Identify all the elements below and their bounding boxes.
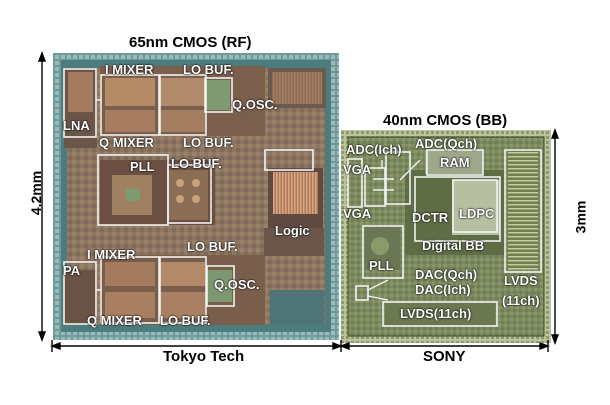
- logic-label: Logic: [275, 223, 310, 238]
- pa-label: PA: [63, 263, 81, 278]
- vga-bottom-label: VGA: [343, 206, 372, 221]
- lvds-bottom-label: LVDS(11ch): [400, 306, 472, 321]
- lo-buf-mid-label: LO BUF.: [171, 156, 222, 171]
- q-osc-bottom-label: Q.OSC.: [214, 277, 260, 292]
- ldpc-label: LDPC: [459, 206, 495, 221]
- q-osc-top-label: Q.OSC.: [232, 97, 278, 112]
- lvds-right-label-2: (11ch): [502, 293, 540, 308]
- adc-ich-label: ADC(Ich): [346, 142, 402, 157]
- rf-chip: [53, 53, 339, 340]
- i-mixer-bottom-label: I MIXER: [87, 247, 136, 262]
- pa-block: [64, 270, 97, 325]
- bb-height-label: 3mm: [572, 200, 589, 234]
- bb-connector-lines: [367, 159, 421, 301]
- pll-bb-label: PLL: [369, 258, 394, 273]
- lna-label: LNA: [63, 118, 90, 133]
- lo-buf-top2-label: LO BUF.: [183, 135, 234, 150]
- dac-ich-label: DAC(Ich): [415, 282, 471, 297]
- i-mixer-top-label: I MIXER: [105, 62, 154, 77]
- lvds-right-area: [508, 150, 538, 270]
- lvds-right-label-1: LVDS: [504, 273, 538, 288]
- rf-width-label: Tokyo Tech: [163, 348, 245, 365]
- bb-chip: [341, 130, 551, 343]
- rf-height-label: 4.2mm: [28, 170, 45, 216]
- lo-buf-top1-label: LO BUF.: [183, 62, 234, 77]
- rf-connector-lines: [96, 99, 101, 291]
- dctr-label: DCTR: [412, 210, 449, 225]
- dimension-lines: [37, 51, 560, 352]
- bb-chip-title: 40nm CMOS (BB): [383, 112, 508, 129]
- lo-buf-bottom2-label: LO BUF.: [160, 313, 211, 328]
- bb-width-label: SONY: [423, 348, 466, 365]
- ram-label: RAM: [440, 155, 470, 170]
- vga-top-label: VGA: [343, 162, 372, 177]
- q-mixer-top-label: Q MIXER: [99, 135, 154, 150]
- lo-buf-bottom1-label: LO BUF.: [187, 239, 238, 254]
- bb-outlines: [347, 149, 542, 327]
- q-mixer-bottom-label: Q MIXER: [87, 313, 142, 328]
- lvds-bottom-area: [385, 302, 495, 326]
- rf-outlines: [63, 68, 314, 325]
- pll-rf-label: PLL: [130, 159, 155, 174]
- dac-qch-label: DAC(Qch): [415, 267, 478, 282]
- rf-chip-title: 65nm CMOS (RF): [129, 34, 252, 51]
- ldpc-area: [452, 180, 500, 235]
- adc-qch-label: ADC(Qch): [415, 136, 478, 151]
- digital-bb-label: Digital BB: [422, 238, 485, 253]
